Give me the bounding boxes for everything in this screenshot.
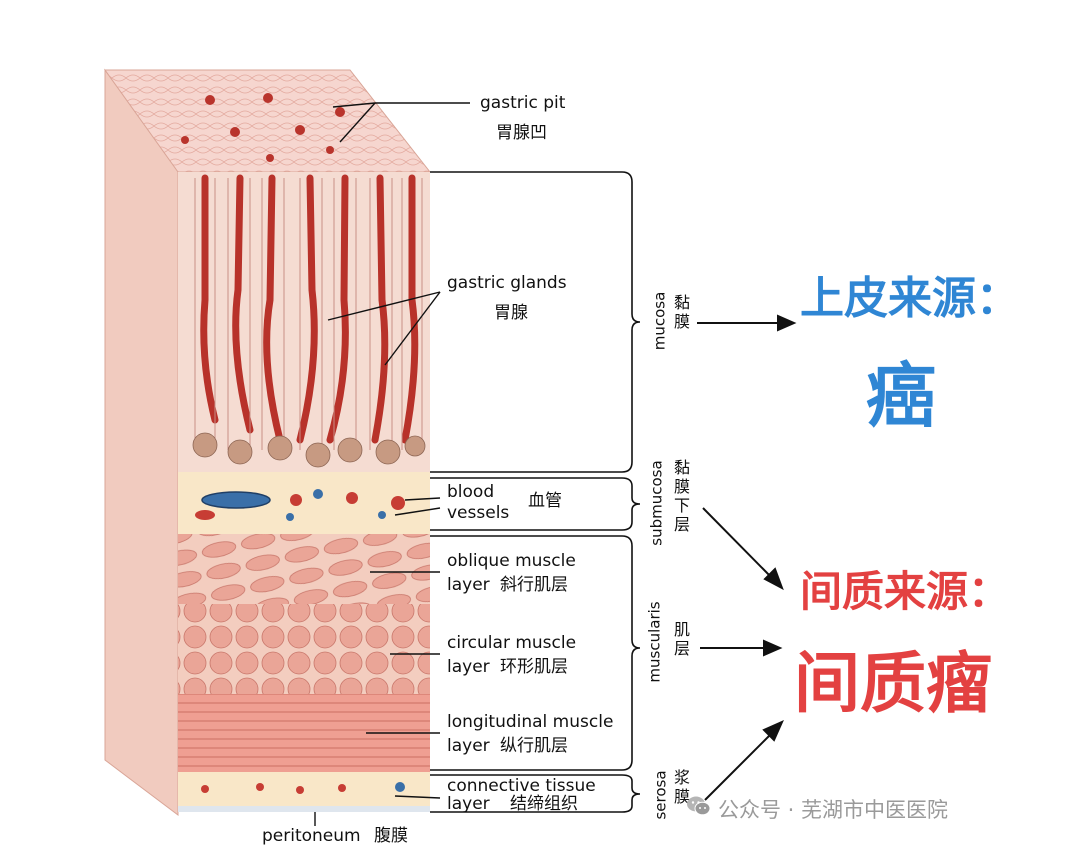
oblique-muscle-layer bbox=[178, 534, 430, 604]
origin-arrows bbox=[697, 314, 797, 801]
circular-muscle-label-zh: 环形肌层 bbox=[500, 657, 568, 677]
gastric-pit-openings bbox=[181, 93, 345, 162]
stromal-tumor-name: 间质瘤 bbox=[794, 645, 992, 722]
blood-vessels-label-line1: blood bbox=[447, 482, 495, 502]
blood-vessels-label-zh: 血管 bbox=[528, 491, 562, 511]
circular-muscle-label: circular muscle bbox=[447, 633, 577, 653]
mucosa-layer-name: mucosa bbox=[650, 291, 669, 351]
serosa-vessels bbox=[201, 782, 405, 794]
gland-base-cells bbox=[192, 432, 426, 468]
oblique-muscle-label-zh: 斜行肌层 bbox=[500, 575, 568, 595]
blood-vessels-label-line2: vessels bbox=[447, 503, 510, 523]
peritoneum-label-zh: 腹膜 bbox=[374, 826, 408, 846]
mucosa-layer-name-zh: 黏膜 bbox=[673, 293, 690, 331]
connective-layer-label: layer bbox=[447, 794, 490, 814]
wechat-icon bbox=[686, 793, 712, 819]
watermark-text: 公众号 · 芜湖市中医医院 bbox=[718, 798, 949, 822]
circular-layer-label: layer bbox=[447, 657, 490, 677]
gastric-glands bbox=[200, 174, 419, 444]
blood-vessel-shapes bbox=[195, 489, 405, 521]
muscularis-layer-name-zh: 肌层 bbox=[673, 620, 690, 658]
longitudinal-muscle-label-zh: 纵行肌层 bbox=[500, 736, 568, 756]
submucosa-layer-name-zh: 黏膜下层 bbox=[673, 458, 690, 534]
gastric-pit-label: gastric pit bbox=[480, 93, 566, 113]
muscularis-layer-name: muscularis bbox=[645, 601, 664, 683]
connective-tissue-label-zh: 结缔组织 bbox=[510, 794, 578, 814]
block-side-face bbox=[104, 68, 179, 817]
layer-brackets bbox=[430, 171, 641, 813]
peritoneum-label: peritoneum bbox=[262, 826, 361, 846]
serosa-layer-name-zh: 浆膜 bbox=[673, 768, 690, 806]
gastric-glands-label: gastric glands bbox=[447, 273, 567, 293]
epithelial-tumor-name: 癌 bbox=[866, 355, 936, 437]
serosa-layer-name: serosa bbox=[651, 770, 670, 820]
serosa-layer bbox=[178, 772, 430, 806]
submucosa-layer-name: submucosa bbox=[647, 460, 666, 546]
oblique-layer-label: layer bbox=[447, 575, 490, 595]
connective-tissue-label: connective tissue bbox=[447, 776, 596, 796]
label-pointers bbox=[314, 102, 470, 826]
stromal-origin-title: 间质来源： bbox=[800, 567, 1011, 616]
longitudinal-muscle-label: longitudinal muscle bbox=[447, 712, 614, 732]
peritoneum-layer bbox=[178, 806, 430, 812]
longitudinal-layer-label: layer bbox=[447, 736, 490, 756]
gastric-glands-label-zh: 胃腺 bbox=[494, 303, 528, 323]
circular-muscle-layer bbox=[178, 604, 430, 694]
epithelial-origin-title: 上皮来源： bbox=[800, 273, 1020, 324]
gland-cell-walls bbox=[194, 178, 423, 450]
gastric-pit-label-zh: 胃腺凹 bbox=[496, 123, 547, 143]
oblique-muscle-label: oblique muscle bbox=[447, 551, 576, 571]
